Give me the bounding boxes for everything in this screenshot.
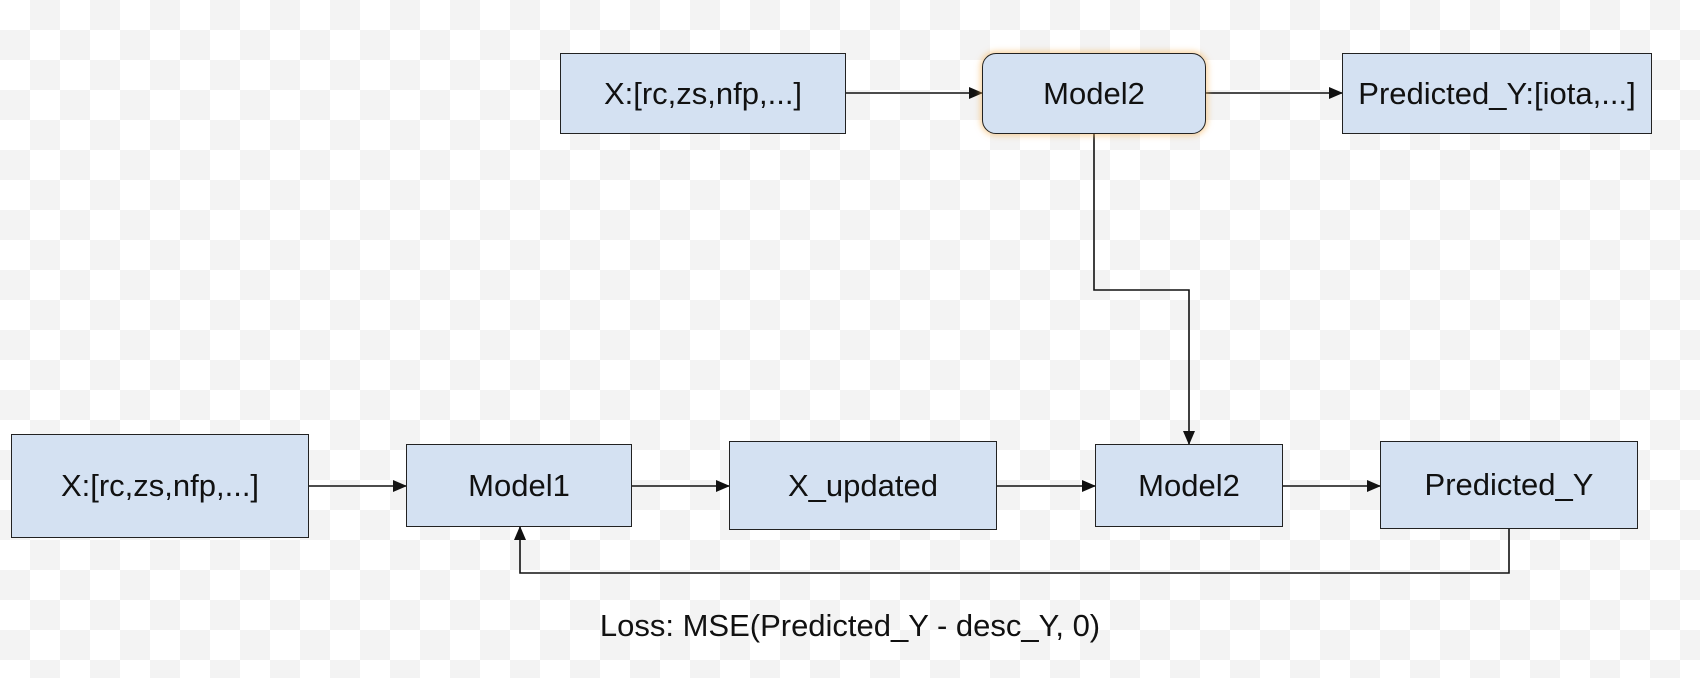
edge-predicted-y-feedback-to-model1 (514, 526, 1510, 574)
bottom-input-node: X:[rc,zs,nfp,...] (11, 434, 309, 538)
edge-top-model2-to-bottom-model2 (1093, 134, 1195, 445)
top-model2-node: Model2 (982, 53, 1206, 134)
x-updated-node: X_updated (729, 441, 997, 530)
top-input-node: X:[rc,zs,nfp,...] (560, 53, 846, 134)
loss-caption: Loss: MSE(Predicted_Y - desc_Y, 0) (599, 608, 1101, 643)
predicted-y-node: Predicted_Y (1380, 441, 1638, 529)
top-output-node: Predicted_Y:[iota,...] (1342, 53, 1652, 134)
model1-node: Model1 (406, 444, 632, 527)
bottom-model2-node: Model2 (1095, 444, 1283, 527)
